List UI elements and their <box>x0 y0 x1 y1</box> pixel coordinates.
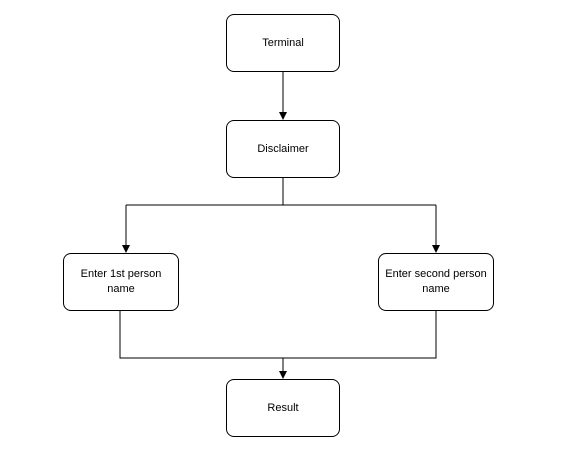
enter-first-person-node: Enter 1st person name <box>63 253 179 311</box>
arrowhead-first <box>122 245 130 253</box>
enter-second-person-label: Enter second person name <box>385 268 487 295</box>
arrowhead-disclaimer <box>279 112 287 120</box>
connector-disclaimer-split <box>126 178 436 206</box>
disclaimer-node: Disclaimer <box>226 120 340 178</box>
result-label: Result <box>267 401 299 414</box>
arrowhead-result <box>279 371 287 379</box>
enter-first-person-label: Enter 1st person name <box>80 268 162 295</box>
terminal-node: Terminal <box>226 14 340 72</box>
connector-first-merge <box>119 311 283 359</box>
arrowhead-second <box>432 245 440 253</box>
enter-second-person-node: Enter second person name <box>378 253 494 311</box>
result-node: Result <box>226 379 340 437</box>
connector-second-merge <box>283 311 437 359</box>
terminal-label: Terminal <box>262 36 304 49</box>
disclaimer-label: Disclaimer <box>257 142 309 155</box>
